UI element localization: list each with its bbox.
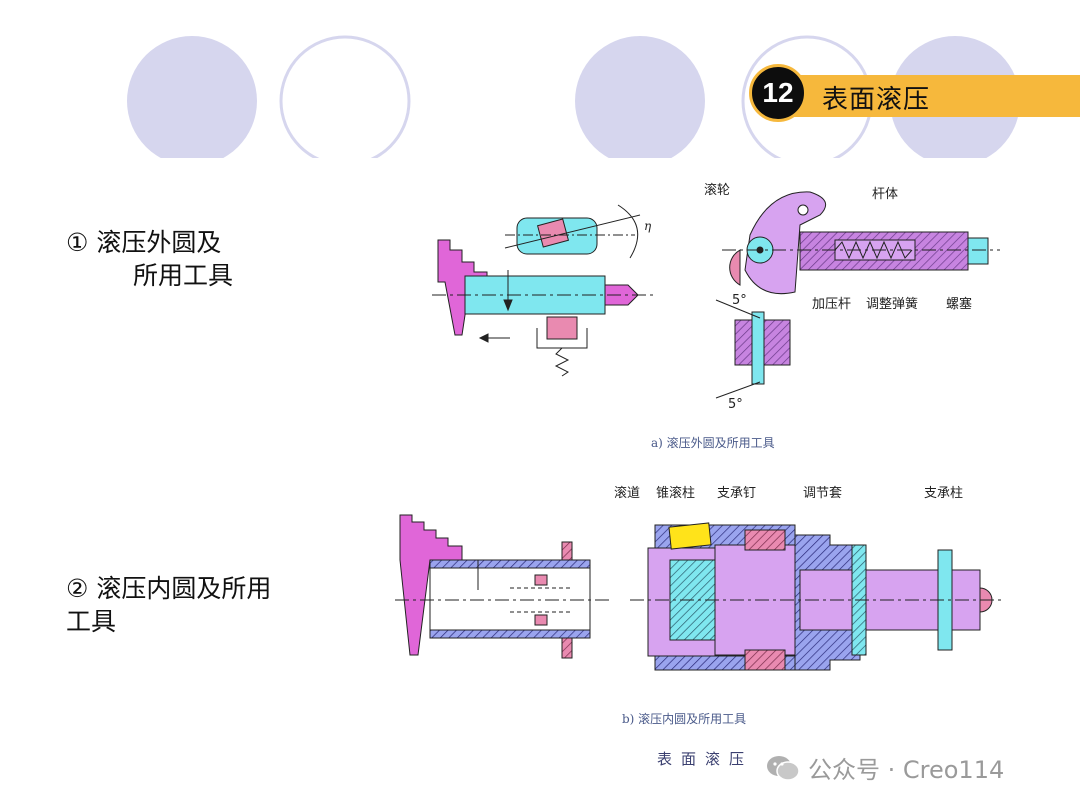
item-line: 工具 bbox=[66, 607, 117, 636]
figure-a-tool bbox=[715, 191, 1000, 399]
figure-a-caption: a) 滚压外圆及所用工具 bbox=[651, 436, 775, 450]
deco-circle bbox=[127, 36, 257, 158]
rod-body-label: 杆体 bbox=[872, 187, 898, 202]
eta-label: η bbox=[644, 219, 652, 233]
item-line: 所用工具 bbox=[133, 261, 234, 290]
watermark-text: 公众号 · Creo114 bbox=[808, 756, 1005, 784]
header-bar bbox=[772, 75, 1080, 117]
item-inner-rolling: ② 滚压内圆及所用 工具 bbox=[66, 572, 271, 638]
figure-b-lathe bbox=[395, 514, 610, 659]
figure-b-tool bbox=[630, 522, 1005, 671]
item-line: ② 滚压内圆及所用 bbox=[66, 574, 272, 603]
deco-circle bbox=[575, 36, 705, 158]
figure-b-caption: b) 滚压内圆及所用工具 bbox=[622, 712, 747, 726]
angle-top-label: 5° bbox=[732, 293, 747, 308]
raceway-label: 滚道 bbox=[614, 485, 640, 501]
item-line: ① 滚压外圆及 bbox=[66, 228, 222, 257]
watermark: 公众号 · Creo114 bbox=[766, 750, 1004, 785]
taper-roller-label: 锥滚柱 bbox=[656, 485, 695, 501]
deco-circle bbox=[279, 35, 411, 158]
support-pin-label: 支承钉 bbox=[717, 486, 756, 501]
plug-label: 螺塞 bbox=[946, 296, 972, 312]
figure-a-lathe bbox=[432, 204, 655, 377]
roller-label: 滚轮 bbox=[704, 182, 730, 198]
angle-bottom-label: 5° bbox=[728, 397, 743, 412]
adjust-sleeve-label: 调节套 bbox=[803, 485, 842, 501]
section-number-badge: 12 bbox=[749, 64, 807, 122]
page-title: 表面滚压 bbox=[822, 85, 931, 115]
item-outer-rolling: ① 滚压外圆及 所用工具 bbox=[66, 226, 233, 292]
press-rod-label: 加压杆 bbox=[812, 297, 851, 312]
wechat-icon bbox=[767, 755, 800, 781]
spring-label: 调整弹簧 bbox=[866, 296, 918, 312]
bottom-title: 表面滚压 bbox=[657, 750, 754, 768]
support-column-label: 支承柱 bbox=[924, 486, 963, 501]
